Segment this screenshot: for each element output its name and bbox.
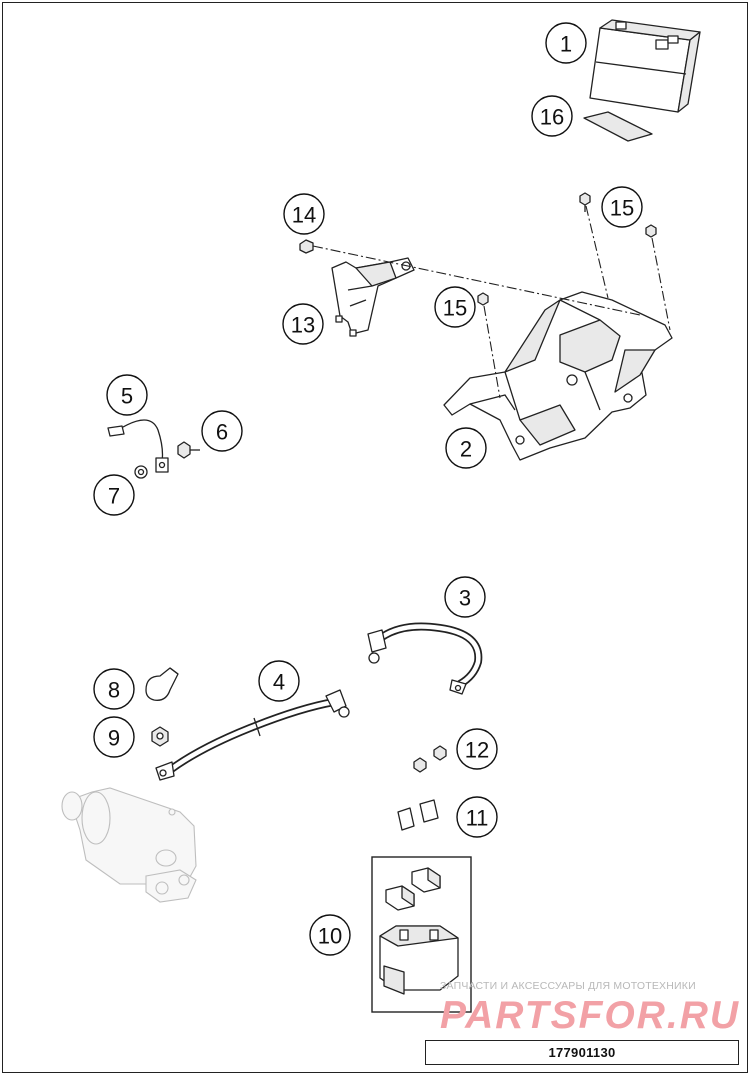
- nut-9: [151, 726, 169, 747]
- document-number: 177901130: [548, 1045, 616, 1060]
- battery-pad: [583, 111, 653, 142]
- callout-4: 4: [258, 660, 300, 702]
- terminal-cap: [145, 667, 179, 701]
- callout-10: 10: [309, 914, 351, 956]
- callout-label: 4: [273, 670, 285, 695]
- callout-label: 3: [459, 586, 471, 611]
- electric-box-bracket: [443, 291, 673, 461]
- callout-14: 14: [283, 193, 325, 235]
- callout-label: 10: [318, 924, 342, 949]
- callout-15-mid: 15: [434, 286, 476, 328]
- callout-6: 6: [201, 410, 243, 452]
- callout-5: 5: [106, 374, 148, 416]
- callout-label: 7: [108, 484, 120, 509]
- callout-3: 3: [444, 576, 486, 618]
- battery: [589, 19, 701, 113]
- callout-8: 8: [93, 668, 135, 710]
- callout-label: 5: [121, 384, 133, 409]
- watermark-tagline: ЗАПЧАСТИ И АКСЕССУАРЫ ДЛЯ МОТОТЕХНИКИ: [440, 980, 696, 992]
- callout-label: 12: [465, 738, 489, 763]
- callout-label: 15: [610, 196, 634, 221]
- watermark-logo: PARTSFOR.RU: [440, 994, 741, 1037]
- callout-13: 13: [282, 303, 324, 345]
- screw-15-c: [477, 292, 489, 306]
- callout-label: 13: [291, 313, 315, 338]
- fuses-11: [397, 799, 439, 831]
- relay-kit-box: [371, 856, 472, 1013]
- starter-cable: [155, 689, 350, 781]
- fuse-holder: [331, 257, 415, 337]
- callout-16: 16: [531, 95, 573, 137]
- callout-label: 2: [460, 437, 472, 462]
- callout-label: 9: [108, 726, 120, 751]
- callout-1: 1: [545, 22, 587, 64]
- screws-12: [413, 745, 447, 773]
- screw-6: [177, 441, 200, 459]
- screw-14: [299, 239, 314, 254]
- starter-motor: [61, 787, 197, 903]
- callout-label: 16: [540, 105, 564, 130]
- callout-label: 1: [560, 32, 572, 57]
- callout-label: 8: [108, 678, 120, 703]
- callout-15-top: 15: [601, 186, 643, 228]
- document-number-box: 177901130: [425, 1040, 739, 1065]
- screw-15-a: [579, 192, 591, 212]
- positive-cable: [367, 622, 483, 695]
- callout-2: 2: [445, 427, 487, 469]
- washer-7: [134, 465, 148, 479]
- screw-15-b: [645, 224, 657, 238]
- callout-label: 14: [292, 203, 316, 228]
- callout-label: 6: [216, 420, 228, 445]
- callout-11: 11: [456, 796, 498, 838]
- ground-cable: [107, 419, 169, 473]
- callout-12: 12: [456, 728, 498, 770]
- callout-label: 15: [443, 296, 467, 321]
- callout-9: 9: [93, 716, 135, 758]
- callout-label: 11: [466, 806, 489, 831]
- callout-7: 7: [93, 474, 135, 516]
- assembly-lines: [312, 205, 671, 399]
